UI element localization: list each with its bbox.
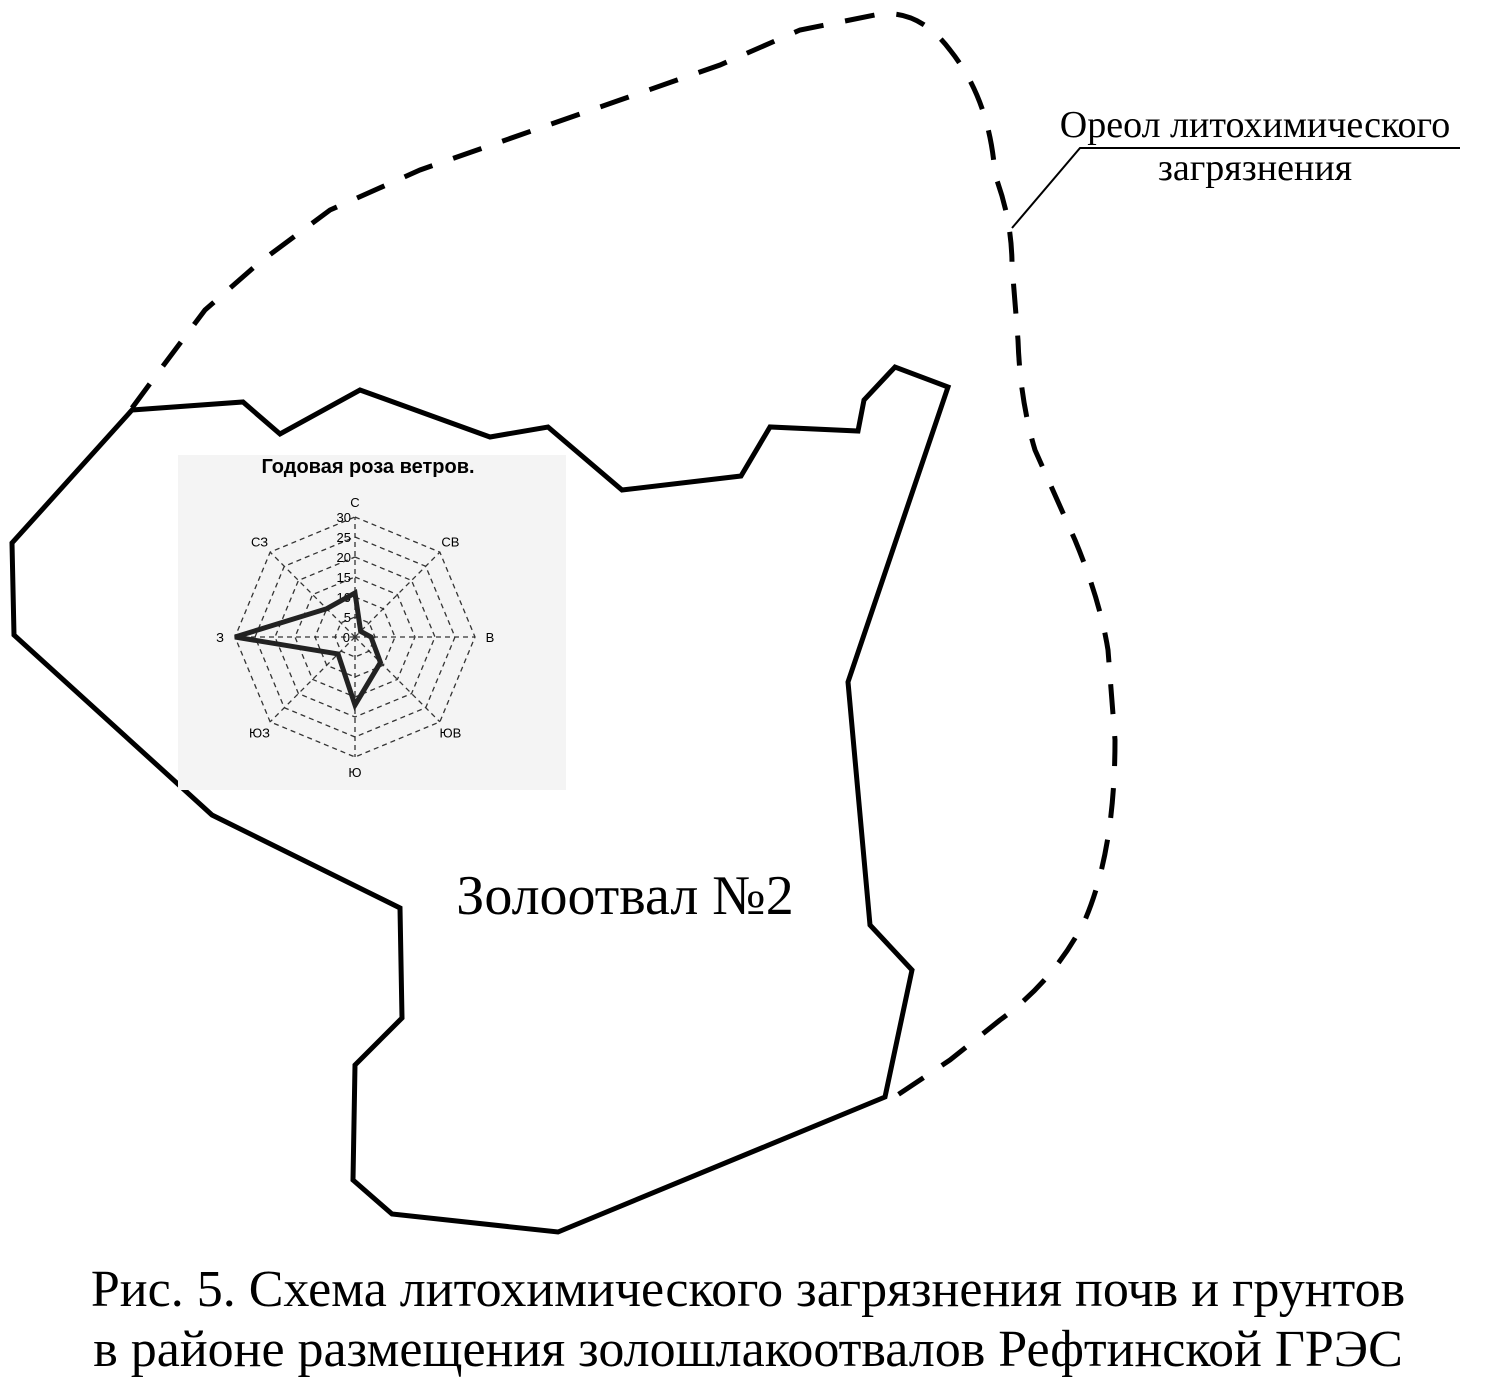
wind-direction-label: В [486, 630, 495, 645]
wind-rose-ring [334, 616, 376, 658]
halo-label-line2: загрязнения [1158, 147, 1352, 189]
wind-direction-label: ЮЗ [249, 725, 270, 740]
wind-rose-spoke [269, 551, 356, 638]
wind-direction-label: Ю [348, 765, 361, 780]
wind-rose-chart: Годовая роза ветров. ССВВЮВЮЮЗЗСЗ5101520… [178, 455, 566, 790]
wind-rose-ring-value: 20 [337, 550, 351, 565]
ash-dump-outline [9, 364, 952, 1235]
wind-direction-label: З [216, 630, 224, 645]
contamination-halo-outline [129, 11, 1118, 1103]
wind-rose-ring [234, 516, 476, 758]
figure-caption-line1: Рис. 5. Схема литохимического загрязнени… [91, 1261, 1405, 1318]
wind-rose-center-value: 0 [343, 630, 350, 645]
wind-rose-ring-value: 25 [337, 530, 351, 545]
ash-dump-label: Золоотвал №2 [456, 865, 793, 927]
wind-direction-label: ЮВ [440, 725, 462, 740]
wind-rose-ring [274, 556, 436, 718]
wind-rose-ring-value: 30 [337, 510, 351, 525]
wind-rose-ring-value: 5 [344, 610, 351, 625]
wind-direction-label: СВ [441, 535, 459, 550]
wind-direction-label: СЗ [251, 535, 268, 550]
figure-caption-line2: в районе размещения золошлакоотвалов Реф… [93, 1321, 1403, 1378]
wind-rose-title: Годовая роза ветров. [261, 456, 474, 478]
wind-frequency-polygon [234, 589, 384, 711]
wind-rose-ring [314, 596, 396, 678]
wind-rose-ring [294, 576, 416, 698]
wind-rose-spoke [354, 551, 441, 638]
wind-rose-background [178, 455, 566, 790]
wind-direction-label: С [350, 495, 359, 510]
wind-rose-spoke [354, 636, 441, 723]
wind-rose-ring-value: 15 [337, 570, 351, 585]
wind-rose-spoke [269, 636, 356, 723]
halo-leader-line [1011, 147, 1460, 229]
halo-label-line1: Ореол литохимического [1060, 104, 1450, 146]
